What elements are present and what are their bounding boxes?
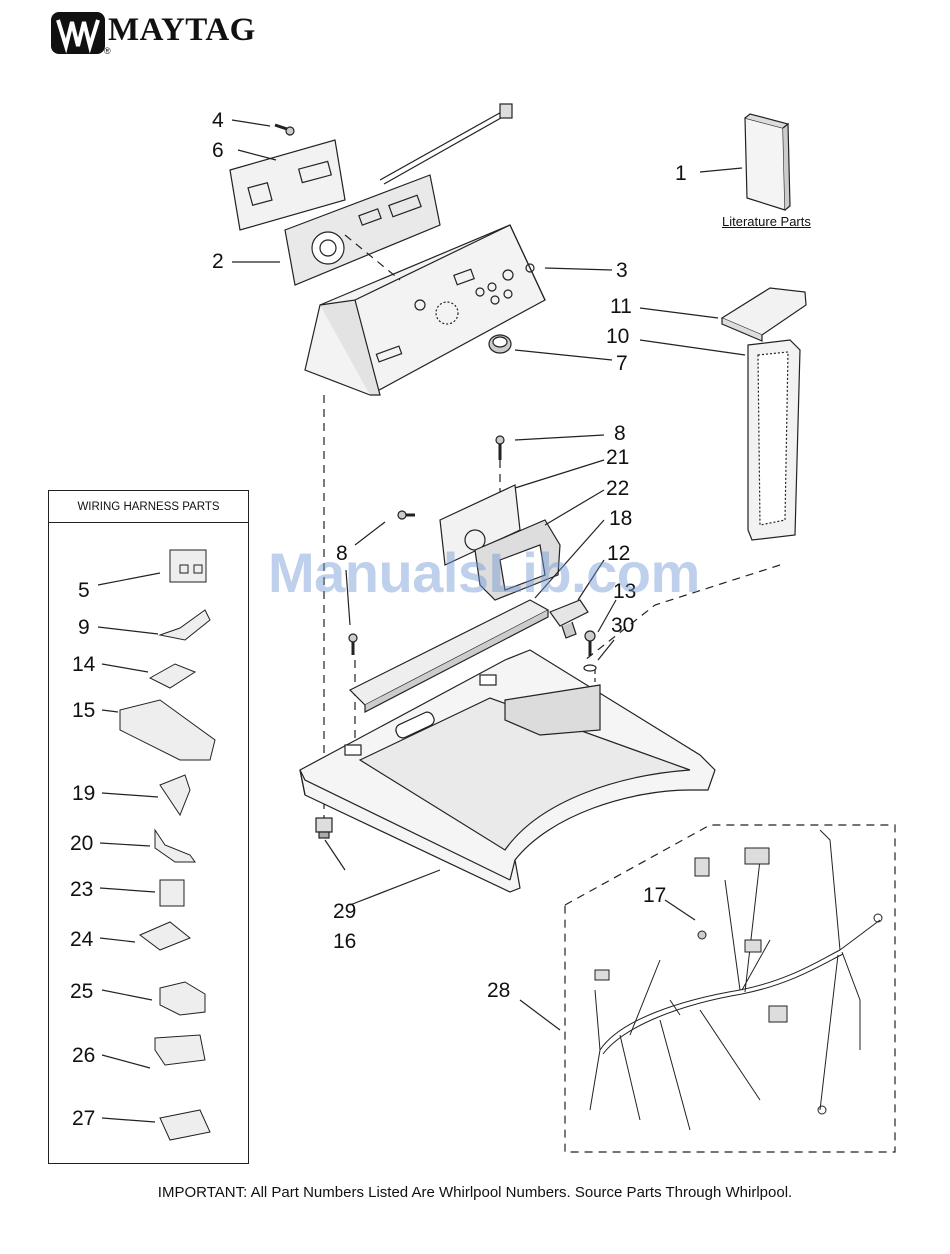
callout-3: 3 (616, 259, 628, 282)
callout-28: 28 (487, 979, 510, 1002)
watermark: ManualsLib.com (268, 540, 700, 605)
callout-10: 10 (606, 325, 629, 348)
harness-outline (565, 825, 895, 1152)
screw-8-top (496, 436, 504, 460)
screw-13 (585, 631, 595, 656)
wiring-harness-parts-box: WIRING HARNESS PARTS (48, 490, 249, 1164)
literature-booklet (745, 114, 790, 210)
bracket-12 (550, 600, 588, 638)
callout-16: 16 (333, 930, 356, 953)
callout-7: 7 (616, 352, 628, 375)
callout-22: 22 (606, 477, 629, 500)
callout-18: 18 (609, 507, 632, 530)
main-wire-harness (590, 830, 882, 1130)
callout-4: 4 (212, 109, 224, 132)
callout-2: 2 (212, 250, 224, 273)
footer-note: IMPORTANT: All Part Numbers Listed Are W… (0, 1184, 950, 1201)
screw-4 (275, 125, 294, 135)
wiring-harness-title: WIRING HARNESS PARTS (49, 491, 248, 523)
callout-8-top: 8 (614, 422, 626, 445)
callout-6: 6 (212, 139, 224, 162)
washer-30 (584, 665, 596, 671)
knob (489, 335, 511, 353)
callout-17: 17 (643, 884, 666, 907)
callout-1: 1 (675, 162, 687, 185)
literature-parts-label: Literature Parts (722, 214, 811, 229)
callout-21: 21 (606, 446, 629, 469)
screw-8-left-lower (349, 634, 357, 655)
callout-11: 11 (610, 295, 632, 318)
screw-8-left (398, 511, 415, 519)
lint-screen (748, 340, 800, 540)
callout-29: 29 (333, 900, 356, 923)
lint-screen-cover (722, 288, 806, 341)
callout-30: 30 (611, 614, 634, 637)
foot (316, 818, 332, 838)
